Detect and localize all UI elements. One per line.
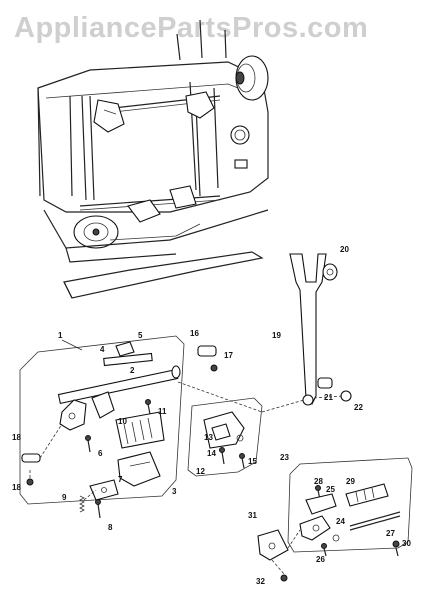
callout-20: 20 <box>340 245 349 254</box>
callout-28: 28 <box>314 477 323 486</box>
callout-11: 11 <box>158 407 167 416</box>
callout-24: 24 <box>336 517 345 526</box>
callout-1: 1 <box>58 331 63 340</box>
callout-27: 27 <box>386 529 395 538</box>
callout-7: 7 <box>118 475 123 484</box>
callout-23: 23 <box>280 453 289 462</box>
callout-29: 29 <box>346 477 355 486</box>
callout-18: 18 <box>12 483 21 492</box>
callout-16: 16 <box>190 329 199 338</box>
callout-18b: 18 <box>12 433 21 442</box>
callout-2: 2 <box>130 366 135 375</box>
callout-31: 31 <box>248 511 257 520</box>
callout-30: 30 <box>402 539 411 548</box>
callout-8: 8 <box>108 523 113 532</box>
callout-labels: 1 2 3 4 5 6 7 8 9 10 11 12 13 14 15 16 1… <box>12 245 411 586</box>
callout-13: 13 <box>204 433 213 442</box>
callout-26: 26 <box>316 555 325 564</box>
callout-14: 14 <box>207 449 216 458</box>
callout-3: 3 <box>172 487 177 496</box>
callout-6: 6 <box>98 449 103 458</box>
callout-9: 9 <box>62 493 67 502</box>
callout-25: 25 <box>326 485 335 494</box>
site-watermark: AppliancePartsPros.com <box>14 12 369 44</box>
callout-10: 10 <box>118 417 127 426</box>
subassembly-12-group <box>177 345 263 477</box>
callout-5: 5 <box>138 331 143 340</box>
callout-17: 17 <box>224 351 233 360</box>
callout-32: 32 <box>256 577 265 586</box>
callout-4: 4 <box>100 345 105 354</box>
subassembly-23-group <box>257 457 413 582</box>
lever-19-group <box>261 253 352 413</box>
sewing-machine-illustration <box>37 19 269 299</box>
callout-15: 15 <box>248 457 257 466</box>
subassembly-1-group <box>19 335 185 519</box>
callout-12: 12 <box>196 467 205 476</box>
callout-21: 21 <box>324 393 333 402</box>
callout-19: 19 <box>272 331 281 340</box>
callout-22: 22 <box>354 403 363 412</box>
